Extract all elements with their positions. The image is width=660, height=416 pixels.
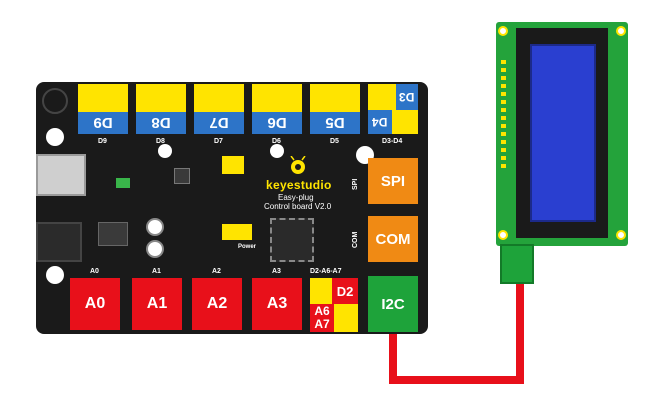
keyestudio-logo-icon — [290, 156, 306, 174]
port-com: COM — [368, 216, 418, 262]
silk-d5: D5 — [330, 138, 339, 145]
port-d4-label: D4 — [368, 110, 392, 134]
lcd-mount-hole — [616, 230, 626, 240]
port-a6-a7-label: A6 A7 — [310, 304, 334, 332]
mcu-chip — [270, 218, 314, 262]
silk-a3: A3 — [272, 268, 281, 275]
silk-spi: SPI — [352, 178, 359, 190]
brand-name: keyestudio — [266, 178, 332, 192]
yellow-header-top — [222, 156, 244, 174]
port-d6: D6 — [252, 84, 302, 134]
port-d8: D8 — [136, 84, 186, 134]
capacitor — [146, 240, 164, 258]
board-model: Easy-plug — [278, 193, 314, 202]
port-i2c: I2C — [368, 276, 418, 332]
lcd-mount-hole — [498, 26, 508, 36]
silk-d7: D7 — [214, 138, 223, 145]
board-mount-hole — [46, 128, 64, 146]
port-d2-a6-a7: D2 A6 A7 — [310, 278, 358, 332]
green-component — [116, 178, 130, 188]
lcd-mount-hole — [616, 26, 626, 36]
port-a2: A2 — [192, 278, 242, 330]
silk-d6: D6 — [272, 138, 281, 145]
port-a1: A1 — [132, 278, 182, 330]
silk-a1: A1 — [152, 268, 161, 275]
port-d2-label: D2 — [332, 278, 358, 304]
lcd-connector — [500, 244, 534, 284]
lcd-screen — [530, 44, 596, 222]
port-a0: A0 — [70, 278, 120, 330]
port-label: D6 — [252, 112, 302, 134]
port-d5: D5 — [310, 84, 360, 134]
board-mount-hole — [42, 88, 68, 114]
port-label: D8 — [136, 112, 186, 134]
port-d3-d4: D3 D4 — [368, 84, 418, 134]
silk-d8: D8 — [156, 138, 165, 145]
power-jack — [36, 222, 82, 262]
port-spi: SPI — [368, 158, 418, 204]
silk-d9: D9 — [98, 138, 107, 145]
board-version: Control board V2.0 — [264, 202, 332, 211]
lcd-header-pins — [501, 60, 506, 168]
silk-power: Power — [238, 244, 257, 250]
port-label: D9 — [78, 112, 128, 134]
silk-d3-d4: D3-D4 — [382, 138, 403, 145]
silk-com: COM — [352, 231, 359, 248]
board-mount-hole — [158, 144, 172, 158]
port-label: D7 — [194, 112, 244, 134]
port-a3: A3 — [252, 278, 302, 330]
board-mount-hole — [46, 266, 64, 284]
lcd-mount-hole — [498, 230, 508, 240]
port-d3-label: D3 — [396, 84, 418, 110]
usb-port — [36, 154, 86, 196]
silk-a2: A2 — [212, 268, 221, 275]
regulator — [98, 222, 128, 246]
capacitor — [146, 218, 164, 236]
silk-a0: A0 — [90, 268, 99, 275]
port-label: D5 — [310, 112, 360, 134]
crystal — [174, 168, 190, 184]
board-mount-hole — [270, 144, 284, 158]
yellow-header-mid — [222, 224, 252, 240]
port-d9: D9 — [78, 84, 128, 134]
port-d7: D7 — [194, 84, 244, 134]
silk-d2-a6-a7: D2-A6-A7 — [310, 268, 342, 275]
